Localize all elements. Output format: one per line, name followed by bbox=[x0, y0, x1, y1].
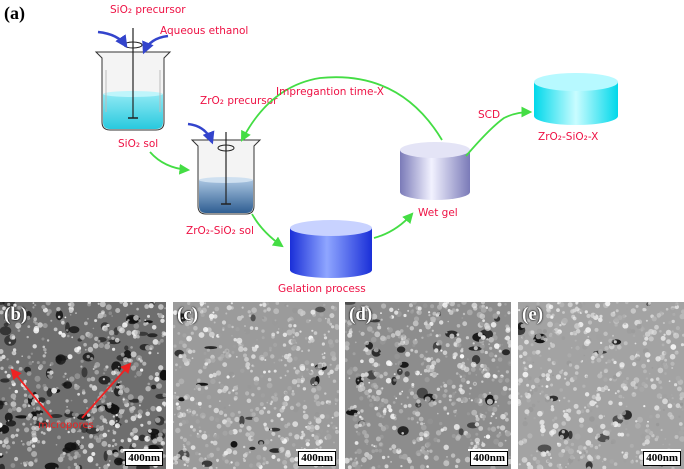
scale-label-c: 400nm bbox=[298, 451, 336, 466]
scale-label-d: 400nm bbox=[470, 451, 508, 466]
scale-bar-c bbox=[296, 449, 336, 451]
wet-gel-cylinder bbox=[400, 142, 470, 200]
impregnation-label: Impregantion time-X bbox=[276, 86, 384, 98]
scd-label: SCD bbox=[478, 109, 500, 121]
panel-e-label: (e) bbox=[522, 304, 544, 325]
scale-label-e: 400nm bbox=[643, 451, 681, 466]
product-label: ZrO₂-SiO₂-X bbox=[538, 131, 598, 143]
sem-panel-c: (c) 400nm bbox=[173, 302, 339, 469]
scale-bar-d bbox=[468, 449, 508, 451]
beaker-sio2-sol bbox=[94, 28, 172, 131]
beaker-zro2-sio2-sol bbox=[190, 132, 262, 215]
sem-texture-c bbox=[173, 302, 339, 469]
gelation-cylinder bbox=[290, 220, 372, 278]
sem-texture-d bbox=[345, 302, 511, 469]
wet-gel-label: Wet gel bbox=[418, 207, 458, 219]
sem-texture-b bbox=[0, 302, 166, 469]
sem-panel-e: (e) 400nm bbox=[518, 302, 684, 469]
sio2-sol-label: SiO₂ sol bbox=[118, 138, 158, 150]
micropores-label: micropores bbox=[38, 420, 94, 431]
zro2-precursor-arrow bbox=[187, 122, 215, 145]
arrow-gelation-to-wetgel bbox=[373, 212, 414, 239]
sio2-precursor-arrow bbox=[97, 30, 128, 49]
sem-texture-e bbox=[518, 302, 684, 469]
sio2-precursor-label: SiO₂ precursor bbox=[110, 4, 186, 16]
scale-label-b: 400nm bbox=[125, 451, 163, 466]
arrow-scd bbox=[465, 106, 533, 157]
panel-c-label: (c) bbox=[177, 304, 199, 325]
arrow-impregnation-loop bbox=[241, 76, 443, 142]
scale-bar-b bbox=[123, 449, 163, 451]
ethanol-arrow bbox=[142, 34, 169, 55]
aqueous-ethanol-label: Aqueous ethanol bbox=[160, 25, 248, 37]
micropore-annotation: micropores bbox=[10, 362, 132, 431]
panel-a-label: (a) bbox=[4, 3, 25, 24]
sem-panel-d: (d) 400nm bbox=[345, 302, 511, 469]
scale-bar-e bbox=[641, 449, 681, 451]
gelation-label: Gelation process bbox=[278, 283, 366, 295]
product-cylinder bbox=[534, 73, 618, 125]
arrow-sol-to-mix bbox=[149, 151, 191, 175]
zro2-sio2-sol-label: ZrO₂-SiO₂ sol bbox=[186, 225, 254, 237]
zro2-precursor-label: ZrO₂ precursor bbox=[200, 95, 278, 107]
panel-d-label: (d) bbox=[349, 304, 373, 325]
arrow-mix-to-gelation bbox=[251, 213, 284, 248]
sem-panel-b: micropores (b) 400nm bbox=[0, 302, 166, 469]
process-scheme: (a) SiO₂ precursor Aqueous ethanol SiO₂ … bbox=[4, 3, 618, 295]
panel-b-label: (b) bbox=[4, 304, 28, 325]
